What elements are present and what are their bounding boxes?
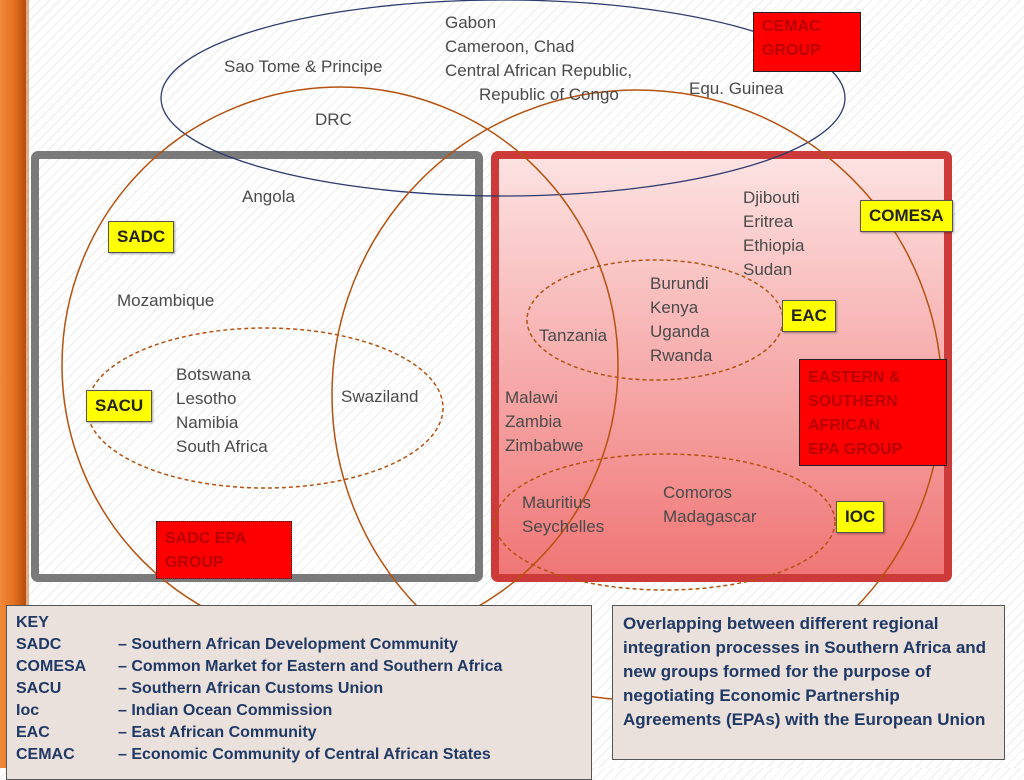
- country-sao-tome: Sao Tome & Principe: [224, 57, 383, 76]
- key-abbr: EAC: [16, 724, 50, 741]
- country-drc: DRC: [315, 110, 352, 129]
- comesa-label: COMESA: [860, 200, 953, 232]
- key-abbr: SACU: [16, 680, 62, 697]
- country-label: South Africa: [176, 437, 268, 456]
- key-abbr: COMESA: [16, 658, 87, 675]
- key-desc: – Common Market for Eastern and Southern…: [118, 658, 503, 675]
- ioc-country-list-right: Comoros Madagascar: [663, 481, 757, 529]
- cemac-group-label: CEMAC GROUP: [753, 12, 861, 72]
- horn-country-list: Djibouti Eritrea Ethiopia Sudan: [743, 186, 804, 282]
- country-label: Djibouti: [743, 188, 800, 207]
- country-label: Botswana: [176, 365, 251, 384]
- eac-label: EAC: [782, 300, 836, 332]
- country-label: Seychelles: [522, 517, 605, 536]
- country-label: Central African Republic,: [445, 61, 633, 80]
- key-legend: KEY SADC – Southern African Development C…: [6, 605, 592, 780]
- country-label: Burundi: [650, 274, 709, 293]
- key-abbr: CEMAC: [16, 746, 75, 763]
- key-desc: – Southern African Development Community: [118, 636, 458, 653]
- country-label: Sudan: [743, 260, 793, 279]
- malawi-country-list: Malawi Zambia Zimbabwe: [505, 386, 583, 458]
- side-accent-edge: [26, 0, 29, 768]
- key-row: Ioc – Indian Ocean Commission: [16, 700, 582, 722]
- key-title: KEY: [16, 614, 49, 631]
- key-row: SACU – Southern African Customs Union: [16, 678, 582, 700]
- key-desc: – Indian Ocean Commission: [118, 702, 333, 719]
- country-label: Comoros: [663, 483, 732, 502]
- country-equ-guinea: Equ. Guinea: [689, 79, 784, 98]
- key-desc: – Economic Community of Central African …: [118, 746, 491, 763]
- key-abbr: Ioc: [16, 702, 40, 719]
- sadc-label: SADC: [108, 221, 175, 253]
- sadc-epa-group-label: SADC EPA GROUP: [156, 521, 292, 579]
- country-label: Lesotho: [176, 389, 237, 408]
- sacu-label: SACU: [86, 390, 153, 422]
- key-row: SADC – Southern African Development Commu…: [16, 634, 582, 656]
- country-label: Gabon: [445, 13, 497, 32]
- country-swaziland: Swaziland: [341, 387, 419, 406]
- country-tanzania: Tanzania: [539, 326, 608, 345]
- ioc-country-list-left: Mauritius Seychelles: [522, 491, 604, 539]
- country-label: Kenya: [650, 298, 699, 317]
- key-desc: – East African Community: [118, 724, 317, 741]
- country-label: Mauritius: [522, 493, 591, 512]
- country-label: Rwanda: [650, 346, 713, 365]
- cemac-country-list: Gabon Cameroon, Chad Central African Rep…: [445, 11, 632, 107]
- eac-country-list: Burundi Kenya Uganda Rwanda: [650, 272, 712, 368]
- country-label: Uganda: [650, 322, 710, 341]
- country-label: Madagascar: [663, 507, 757, 526]
- country-label: Zambia: [505, 412, 562, 431]
- sacu-ellipse: [86, 327, 444, 489]
- key-abbr: SADC: [16, 636, 62, 653]
- country-label: Namibia: [176, 413, 239, 432]
- cemac-ellipse: [160, 0, 846, 197]
- country-label: Eritrea: [743, 212, 794, 231]
- ioc-ellipse: [494, 453, 836, 591]
- esa-epa-region: [491, 151, 952, 582]
- ioc-label: IOC: [836, 501, 885, 533]
- key-row: CEMAC – Economic Community of Central Afr…: [16, 744, 582, 766]
- country-label: Cameroon, Chad: [445, 37, 575, 56]
- country-label: Republic of Congo: [479, 85, 619, 104]
- esa-epa-group-label: EASTERN & SOUTHERN AFRICAN EPA GROUP: [799, 359, 947, 466]
- country-label: Malawi: [505, 388, 558, 407]
- key-desc: – Southern African Customs Union: [118, 680, 384, 697]
- country-label: Ethiopia: [743, 236, 805, 255]
- country-angola: Angola: [242, 187, 295, 206]
- country-mozambique: Mozambique: [117, 291, 215, 310]
- country-label: Zimbabwe: [505, 436, 584, 455]
- sacu-country-list: Botswana Lesotho Namibia South Africa: [176, 363, 268, 459]
- key-row: EAC – East African Community: [16, 722, 582, 744]
- key-row: COMESA – Common Market for Eastern and So…: [16, 656, 582, 678]
- diagram-caption: Overlapping between different regional i…: [612, 605, 1005, 760]
